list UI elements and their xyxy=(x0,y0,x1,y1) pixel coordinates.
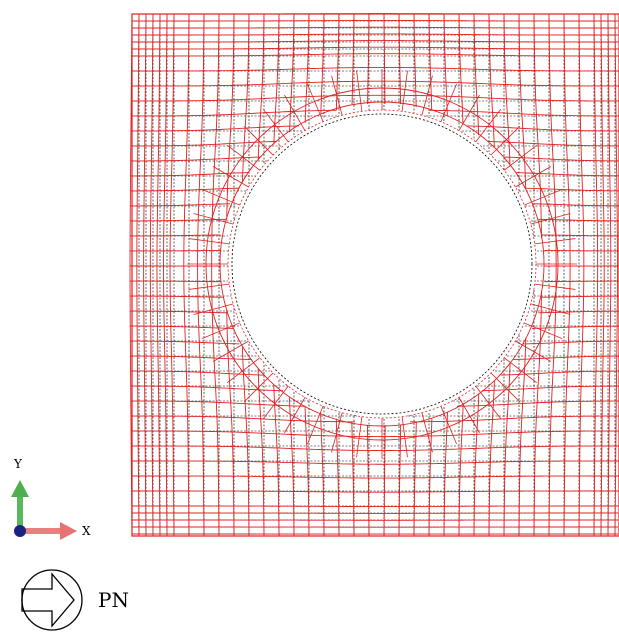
origin-sphere xyxy=(14,525,26,537)
deformed-mesh-line xyxy=(130,341,239,344)
deformed-mesh-line xyxy=(601,14,604,536)
x-axis-arrow xyxy=(22,522,77,540)
deformed-mesh-line xyxy=(131,126,299,131)
transition-spoke xyxy=(189,284,230,289)
deformed-mesh-line xyxy=(131,67,618,71)
deformed-mesh-line xyxy=(170,14,174,536)
deformed-mesh-line xyxy=(410,416,619,422)
transition-spoke xyxy=(476,386,501,419)
deformed-mesh-line xyxy=(157,14,160,536)
deformed-mesh-line xyxy=(564,14,570,536)
transition-spoke xyxy=(285,95,306,131)
deformed-mesh-line xyxy=(164,14,167,536)
deformed-mesh-line xyxy=(615,14,617,536)
deformed-mesh-line xyxy=(131,386,283,391)
deformed-mesh-line xyxy=(131,476,618,478)
deformed-mesh-line xyxy=(130,204,230,206)
deformed-mesh-line xyxy=(532,326,619,328)
deformed-mesh-line xyxy=(131,81,618,86)
deformed-mesh-line xyxy=(538,311,619,313)
deformed-mesh-line xyxy=(131,95,619,101)
deformed-mesh-line xyxy=(459,403,463,536)
transition-spoke xyxy=(491,126,520,155)
deformed-mesh-line xyxy=(243,14,249,182)
transition-spoke xyxy=(263,386,288,419)
deformed-mesh-line xyxy=(132,54,619,56)
deformed-mesh-line xyxy=(608,14,611,536)
y-axis-label: Y xyxy=(14,457,22,471)
transition-spoke xyxy=(491,373,520,402)
deformed-mesh-line xyxy=(352,422,354,536)
deformed-mesh-line xyxy=(131,416,355,422)
deformed-mesh-line xyxy=(144,14,146,536)
deformed-mesh-line xyxy=(474,394,479,536)
deformed-mesh-line xyxy=(131,446,619,451)
deformed-mesh-line xyxy=(526,188,619,191)
view-direction-icon[interactable] xyxy=(22,570,82,630)
deformed-mesh-line xyxy=(184,14,189,536)
x-axis-label: X xyxy=(82,524,91,538)
transition-spoke xyxy=(402,71,407,112)
deformed-mesh-line xyxy=(523,341,619,344)
deformed-mesh-line xyxy=(504,14,510,166)
transition-spoke xyxy=(285,397,306,433)
deformed-mesh-line xyxy=(538,219,619,221)
deformed-mesh-line xyxy=(212,14,219,536)
transition-spoke xyxy=(535,284,576,289)
transition-spoke xyxy=(357,417,362,458)
transition-spoke xyxy=(535,239,576,244)
hole-interior xyxy=(232,114,532,414)
transition-spoke xyxy=(476,109,501,142)
transition-spoke xyxy=(357,71,362,112)
transition-spoke xyxy=(263,109,288,142)
deformed-mesh-line xyxy=(534,14,541,238)
deformed-mesh-line xyxy=(549,14,556,536)
deformed-mesh-line xyxy=(457,401,619,406)
deformed-mesh-line xyxy=(474,14,479,135)
transition-spoke xyxy=(189,239,230,244)
deformed-mesh-line xyxy=(137,14,139,536)
deformed-mesh-line xyxy=(594,14,598,536)
transition-spoke xyxy=(515,167,551,188)
deformed-mesh-line xyxy=(579,14,584,536)
deformed-mesh-line xyxy=(532,204,619,206)
axis-triad xyxy=(11,480,77,540)
deformed-mesh-line xyxy=(482,386,619,391)
view-indicator-label: PN xyxy=(98,588,129,612)
y-axis-arrow xyxy=(11,480,29,530)
deformed-mesh-line xyxy=(305,406,309,536)
deformed-mesh-line xyxy=(488,141,619,145)
deformed-mesh-line xyxy=(198,14,204,536)
circular-hole xyxy=(228,110,536,418)
deformed-mesh-line xyxy=(429,110,619,116)
deformed-mesh-line xyxy=(501,371,619,375)
transition-spoke xyxy=(402,417,407,458)
deformed-mesh-line xyxy=(150,14,153,536)
deformed-mesh-line xyxy=(131,461,618,464)
deformed-mesh-line xyxy=(414,422,416,536)
